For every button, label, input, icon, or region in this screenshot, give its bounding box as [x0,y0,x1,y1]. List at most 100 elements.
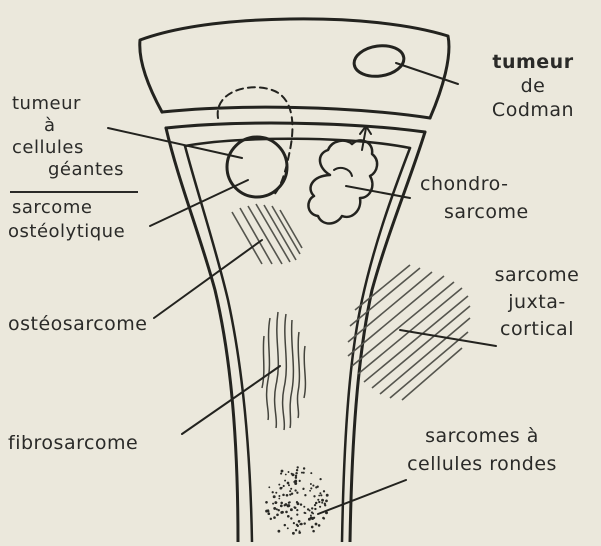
osteosarcoma-leader-line [154,240,262,318]
stipple-dot [287,527,289,529]
stipple-dot [310,514,312,516]
stipple-dot [312,530,315,533]
stipple-dot [309,490,311,492]
stipple-dot [274,501,276,503]
stipple-dot [318,495,320,497]
stipple-dot [295,529,297,531]
stipple-dot [304,512,306,514]
stipple-dot [289,490,291,492]
chondro-leader-line [346,186,410,198]
stipple-dot [270,518,272,520]
stipple-dot [296,501,298,503]
stipple-dot [319,492,321,494]
stipple-dot [299,523,301,525]
stipple-dot [301,472,303,474]
stipple-dot [296,524,298,526]
stipple-dot [296,514,298,516]
label-giant-cell-line3: cellules [8,137,158,159]
stipple-dot [295,472,297,474]
stipple-dot [288,471,290,473]
label-chondrosarcoma: chondro- sarcome [420,170,529,226]
stipple-dot [310,472,312,474]
chondro-inner-lobe [334,168,352,176]
stipple-dot [296,469,298,471]
stipple-dot [287,504,290,507]
stipple-dot [296,492,298,494]
stipple-dot [284,504,286,506]
stipple-dot [314,504,316,506]
stipple-dot [293,506,295,508]
stipple-dot [283,485,285,487]
stipple-dot [278,530,281,533]
stipple-dot [310,483,312,485]
stipple-dot [272,491,274,493]
label-juxtacortical: sarcome juxta- cortical [478,262,596,343]
stipple-dot [303,467,305,469]
stipple-dot [302,488,304,490]
label-osteolytic: sarcome ostéolytique [8,196,125,244]
stipple-dot [277,509,279,511]
stipple-dot [267,512,270,515]
stipple-dot [323,490,325,492]
stipple-dot [322,499,324,501]
stipple-dot [312,485,314,487]
stipple-dot [311,507,313,509]
stipple-dot [284,480,286,482]
stipple-dot [314,508,316,510]
round-cell-leader-line [318,480,406,514]
label-chondro-line1: chondro- [420,170,529,198]
stipple-dot [319,506,321,508]
stipple-dot [323,518,325,520]
stipple-dot [280,502,283,505]
stipple-dot [276,513,279,516]
label-osteosarcoma: ostéosarcome [8,313,148,335]
stipple-dot [285,474,287,476]
stipple-dot [280,473,282,475]
stipple-dot [318,501,320,503]
stipple-dot [312,512,314,514]
label-giant-cell: tumeur à cellules géantes [8,93,158,181]
label-divider [10,191,138,193]
chondrosarcoma-lobulated-shape [308,140,377,223]
label-juxta-line3: cortical [478,316,596,343]
stipple-dot [272,503,274,505]
stipple-dot [315,502,318,505]
stipple-dot [292,532,295,535]
stipple-dot [297,466,299,468]
stipple-dot [289,493,291,495]
stipple-dot [320,494,322,496]
label-round-cell-line1: sarcomes à [368,422,596,450]
round-cell-stipple [265,466,328,534]
bone-inner-top [185,139,410,148]
stipple-dot [293,481,295,483]
stipple-dot [319,478,321,480]
stipple-dot [308,518,311,521]
stipple-dot [321,502,323,504]
stipple-dot [278,495,280,497]
stipple-dot [310,487,312,489]
stipple-dot [317,486,319,488]
stipple-dot [290,517,292,519]
stipple-dot [267,509,269,511]
label-chondro-line2: sarcome [420,198,529,226]
stipple-dot [287,515,290,518]
stipple-dot [324,504,326,506]
epiphysis-outline [140,19,449,118]
fibrosarcoma-streaks [262,312,305,430]
stipple-dot [299,532,301,534]
stipple-dot [311,526,314,529]
label-giant-cell-line1: tumeur [8,93,158,115]
label-osteolytic-line1: sarcome [8,196,125,220]
stipple-dot [318,524,321,527]
stipple-dot [313,495,315,497]
stipple-dot [295,475,297,477]
stipple-dot [282,494,285,497]
label-giant-cell-line2: à [8,115,158,137]
label-codman: tumeur de Codman [478,50,588,122]
stipple-dot [290,508,293,511]
stipple-dot [273,495,276,498]
stipple-dot [288,484,290,486]
label-fibrosarcoma: fibrosarcome [8,432,138,454]
stipple-dot [315,523,318,526]
